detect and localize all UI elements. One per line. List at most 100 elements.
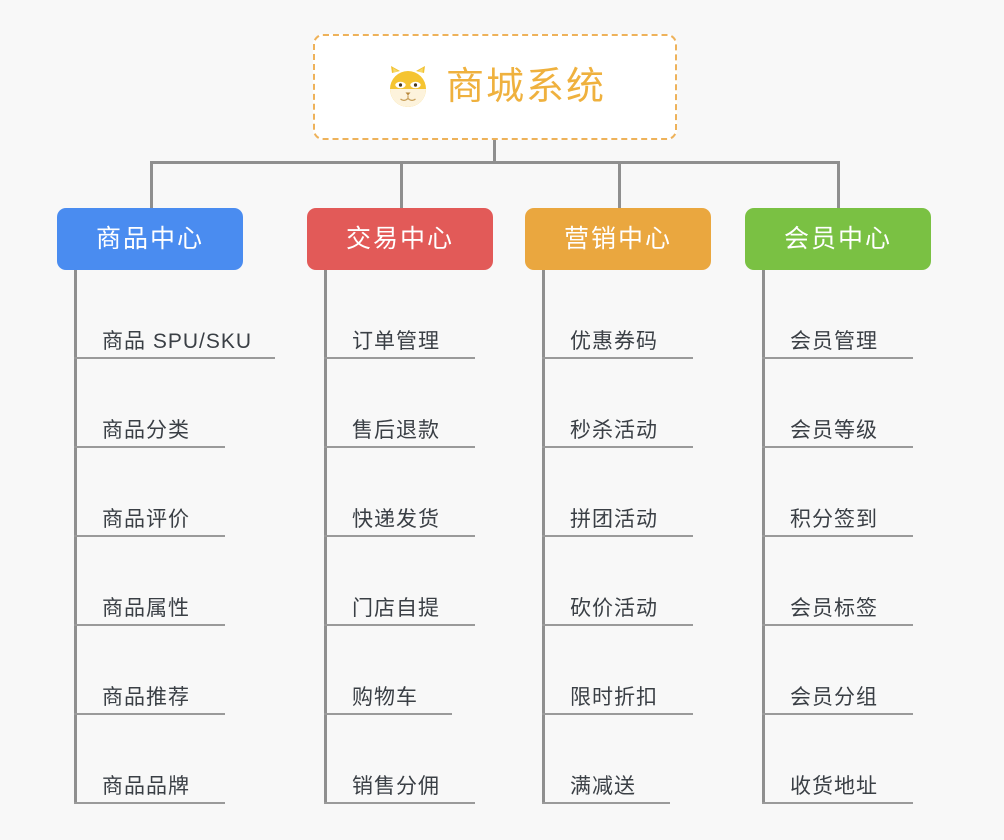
connector-drop-4 [837, 161, 840, 209]
leaf-item[interactable]: 商品推荐 [57, 626, 243, 715]
leaf-label: 商品分类 [102, 418, 190, 442]
branch-column-transaction-center: 交易中心 订单管理 售后退款 快递发货 门店自提 购物车 [307, 208, 493, 804]
leaf-label: 订单管理 [352, 329, 440, 353]
leaf-underline [324, 802, 475, 804]
leaf-label: 会员管理 [790, 329, 878, 353]
leaf-underline [542, 357, 693, 359]
leaf-underline [324, 446, 475, 448]
leaf-underline [762, 446, 913, 448]
leaf-underline [74, 713, 225, 715]
leaf-label: 收货地址 [790, 774, 878, 798]
root-title: 商城系统 [445, 66, 606, 108]
shiba-dog-face-icon [384, 63, 432, 111]
leaf-label: 商品评价 [102, 507, 190, 531]
leaf-underline [762, 624, 913, 626]
leaf-label: 秒杀活动 [570, 418, 658, 442]
leaf-label: 快递发货 [352, 507, 440, 531]
leaf-underline [762, 713, 913, 715]
leaf-label: 售后退款 [352, 418, 440, 442]
leaf-label: 积分签到 [790, 507, 878, 531]
leaf-underline [324, 535, 475, 537]
leaf-label: 商品属性 [102, 596, 190, 620]
leaf-label: 会员等级 [790, 418, 878, 442]
leaf-label: 购物车 [352, 685, 418, 709]
branch-column-member-center: 会员中心 会员管理 会员等级 积分签到 会员标签 会员分组 [745, 208, 931, 804]
leaf-item[interactable]: 会员等级 [745, 359, 931, 448]
connector-root-stem [493, 140, 496, 163]
leaf-item[interactable]: 拼团活动 [525, 448, 711, 537]
leaf-item[interactable]: 商品品牌 [57, 715, 243, 804]
leaf-label: 商品推荐 [102, 685, 190, 709]
leaf-underline [74, 446, 225, 448]
leaf-underline [74, 802, 225, 804]
branch-spine [324, 270, 327, 804]
leaf-label: 商品 SPU/SKU [102, 329, 253, 353]
leaf-item[interactable]: 积分签到 [745, 448, 931, 537]
branch-column-marketing-center: 营销中心 优惠券码 秒杀活动 拼团活动 砍价活动 限时折扣 [525, 208, 711, 804]
leaf-label: 门店自提 [352, 596, 440, 620]
leaf-label: 砍价活动 [570, 596, 658, 620]
leaf-item[interactable]: 门店自提 [307, 537, 493, 626]
leaf-label: 会员分组 [790, 685, 878, 709]
leaf-item[interactable]: 砍价活动 [525, 537, 711, 626]
leaf-item[interactable]: 销售分佣 [307, 715, 493, 804]
leaf-list: 会员管理 会员等级 积分签到 会员标签 会员分组 收货地址 [745, 270, 931, 804]
leaf-item[interactable]: 收货地址 [745, 715, 931, 804]
branch-header-member-center[interactable]: 会员中心 [745, 208, 931, 270]
leaf-item[interactable]: 订单管理 [307, 270, 493, 359]
branch-spine [74, 270, 77, 804]
leaf-label: 商品品牌 [102, 774, 190, 798]
leaf-label: 销售分佣 [352, 774, 440, 798]
leaf-underline [324, 357, 475, 359]
leaf-label: 限时折扣 [570, 685, 658, 709]
leaf-underline [542, 713, 693, 715]
leaf-item[interactable]: 优惠券码 [525, 270, 711, 359]
leaf-underline [324, 624, 475, 626]
branch-title: 营销中心 [563, 224, 672, 253]
leaf-item[interactable]: 满减送 [525, 715, 711, 804]
leaf-item[interactable]: 商品分类 [57, 359, 243, 448]
leaf-underline [74, 357, 275, 359]
branch-spine [762, 270, 765, 804]
leaf-underline [324, 713, 452, 715]
connector-drop-3 [618, 161, 621, 209]
leaf-item[interactable]: 限时折扣 [525, 626, 711, 715]
leaf-item[interactable]: 秒杀活动 [525, 359, 711, 448]
leaf-item[interactable]: 快递发货 [307, 448, 493, 537]
leaf-item[interactable]: 商品评价 [57, 448, 243, 537]
leaf-item[interactable]: 会员管理 [745, 270, 931, 359]
leaf-item[interactable]: 售后退款 [307, 359, 493, 448]
connector-drop-1 [150, 161, 153, 209]
leaf-underline [542, 802, 670, 804]
leaf-underline [74, 624, 225, 626]
leaf-list: 优惠券码 秒杀活动 拼团活动 砍价活动 限时折扣 满减送 [525, 270, 711, 804]
branch-header-transaction-center[interactable]: 交易中心 [307, 208, 493, 270]
branch-spine [542, 270, 545, 804]
leaf-item[interactable]: 购物车 [307, 626, 493, 715]
leaf-underline [542, 624, 693, 626]
leaf-item[interactable]: 会员分组 [745, 626, 931, 715]
leaf-label: 会员标签 [790, 596, 878, 620]
leaf-underline [762, 357, 913, 359]
branch-header-marketing-center[interactable]: 营销中心 [525, 208, 711, 270]
leaf-underline [74, 535, 225, 537]
leaf-list: 订单管理 售后退款 快递发货 门店自提 购物车 销售分佣 [307, 270, 493, 804]
leaf-list: 商品 SPU/SKU 商品分类 商品评价 商品属性 商品推荐 商品品牌 [57, 270, 275, 804]
leaf-item[interactable]: 商品 SPU/SKU [57, 270, 275, 359]
leaf-item[interactable]: 会员标签 [745, 537, 931, 626]
branch-title: 商品中心 [95, 224, 204, 253]
leaf-item[interactable]: 商品属性 [57, 537, 243, 626]
leaf-underline [542, 535, 693, 537]
leaf-label: 满减送 [570, 774, 636, 798]
branch-title: 交易中心 [345, 224, 454, 253]
leaf-underline [762, 802, 913, 804]
leaf-label: 优惠券码 [570, 329, 658, 353]
leaf-underline [762, 535, 913, 537]
root-node[interactable]: 商城系统 [313, 34, 677, 140]
branch-title: 会员中心 [783, 224, 892, 253]
connector-drop-2 [400, 161, 403, 209]
branch-header-product-center[interactable]: 商品中心 [57, 208, 243, 270]
leaf-underline [542, 446, 693, 448]
branch-column-product-center: 商品中心 商品 SPU/SKU 商品分类 商品评价 商品属性 商品推荐 [57, 208, 275, 804]
